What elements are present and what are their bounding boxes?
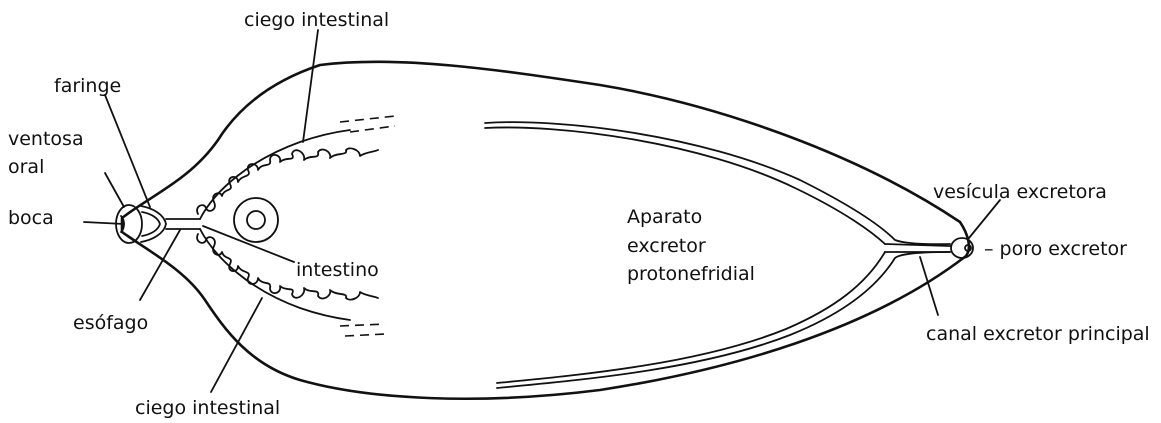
leader-boca xyxy=(84,222,124,224)
excretory-canal-top xyxy=(485,122,950,244)
label-faringe: faringe xyxy=(54,75,121,97)
leader-ventosa xyxy=(105,173,124,207)
main-excretory-canal xyxy=(885,244,950,252)
ventral-sucker-outer xyxy=(234,198,278,242)
intestinal-caecum-top-outer xyxy=(197,148,378,214)
label-oral: oral xyxy=(8,156,44,178)
label-protonefridial: protonefridial xyxy=(627,263,755,285)
pharynx-inner xyxy=(142,212,160,236)
label-aparato: Aparato xyxy=(627,206,702,228)
label-esofago: esófago xyxy=(73,312,148,334)
label-vesicula-excretora: vesícula excretora xyxy=(933,181,1107,203)
pharynx xyxy=(141,206,166,242)
leader-vesicula xyxy=(969,200,1000,238)
label-ciego-intestinal-bottom: ciego intestinal xyxy=(135,397,280,419)
label-poro-excretor: – poro excretor xyxy=(984,238,1127,260)
intestinal-caecum-top-inner xyxy=(200,130,350,219)
label-ventosa: ventosa xyxy=(8,128,84,150)
leader-faringe xyxy=(105,95,150,207)
esophagus xyxy=(166,219,200,229)
label-boca: boca xyxy=(8,207,54,229)
label-excretor: excretor xyxy=(627,235,706,257)
label-ciego-intestinal-top: ciego intestinal xyxy=(244,9,389,31)
leader-ciego-top xyxy=(303,30,318,142)
ventral-sucker-inner xyxy=(247,211,265,229)
body-outline xyxy=(122,62,969,399)
caecum-bottom-dashed xyxy=(340,324,385,336)
leader-ciego-bottom xyxy=(211,298,262,392)
leader-intestino xyxy=(203,226,294,262)
label-canal-excretor-principal: canal excretor principal xyxy=(926,323,1150,345)
label-intestino: intestino xyxy=(296,259,379,281)
